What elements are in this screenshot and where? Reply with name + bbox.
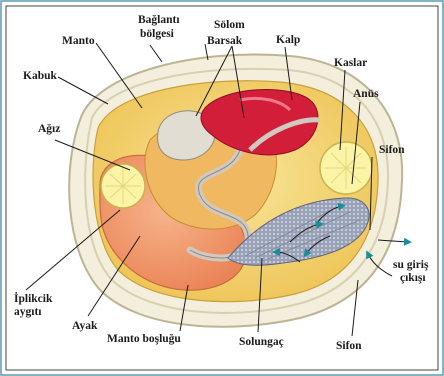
label-agiz: Ağız: [38, 123, 60, 135]
label-barsak: Barsak: [207, 35, 243, 47]
label-kaslar: Kaslar: [334, 57, 367, 69]
label-solungac: Solungaç: [239, 336, 284, 348]
label-sifon-bottom: Sifon: [336, 340, 362, 352]
label-sifon-top: Sifon: [379, 144, 405, 156]
label-solom: Sölom: [214, 19, 245, 31]
label-manto-boslugu: Manto boşluğu: [107, 333, 181, 345]
label-su-giris-line1: su giriş: [393, 259, 429, 271]
label-baglanti-line1: Bağlantı: [138, 14, 180, 26]
label-su-giris-line2: çıkışı: [400, 272, 426, 284]
posterior-muscle-texture: [325, 147, 367, 189]
label-anus: Anüs: [353, 88, 379, 100]
label-manto: Manto: [62, 35, 95, 47]
label-baglanti-line2: bölgesi: [140, 28, 175, 40]
label-kabuk: Kabuk: [23, 70, 57, 82]
label-iplikcik-line2: aygıtı: [14, 306, 42, 318]
label-kalp: Kalp: [276, 34, 300, 46]
label-ayak: Ayak: [72, 320, 98, 332]
label-iplikcik-line1: İplikcik: [14, 291, 53, 305]
